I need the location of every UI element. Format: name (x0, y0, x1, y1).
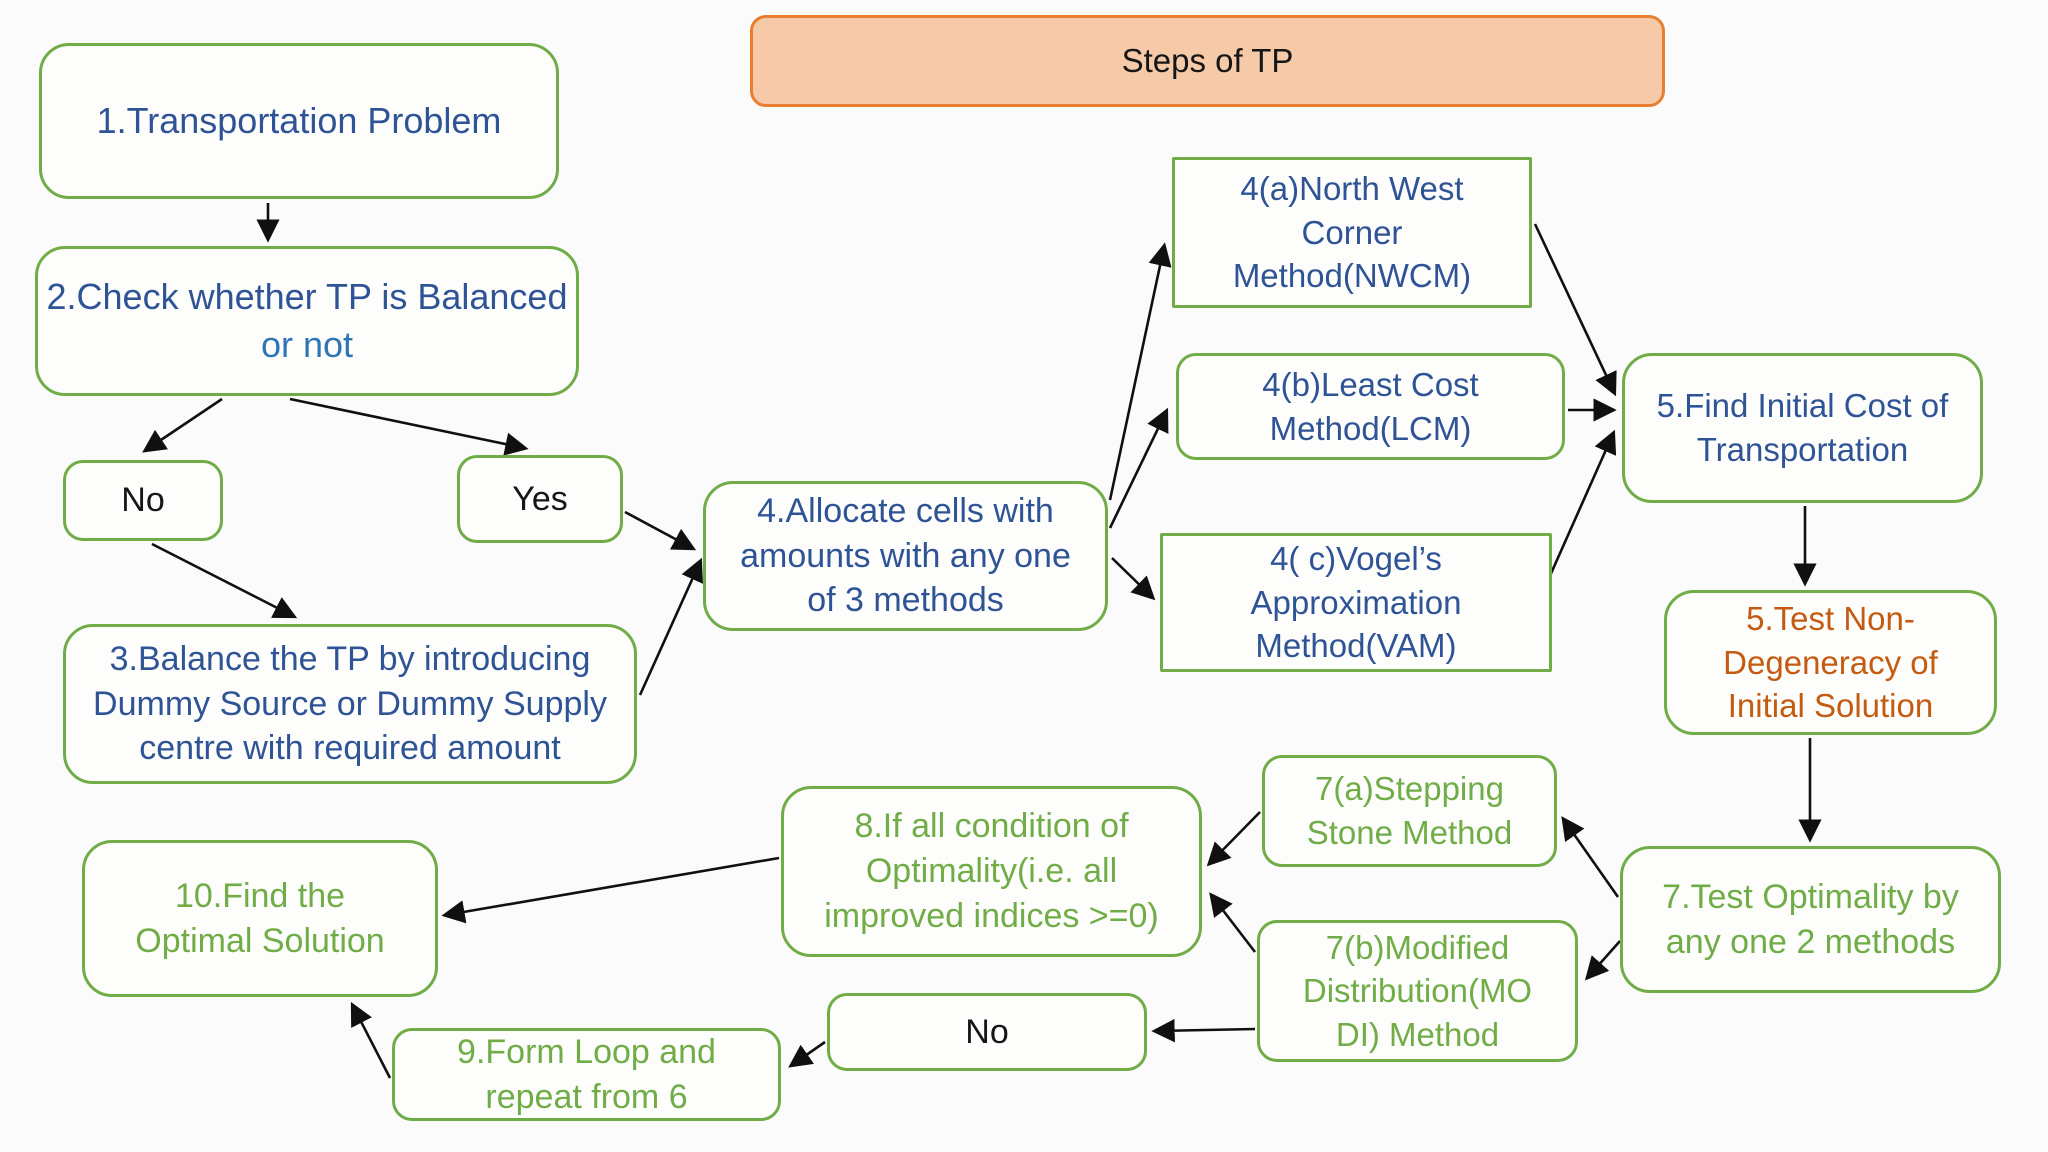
node-step9: 9.Form Loop and repeat from 6 (392, 1028, 781, 1121)
node-step7b-label: 7(b)Modified Distribution(MO DI) Method (1302, 928, 1533, 1053)
arrow-step2-to-no (142, 397, 223, 453)
node-step7-label: 7.Test Optimality by any one 2 methods (1662, 877, 1959, 961)
node-step2: 2.Check whether TP is Balanced or not (35, 246, 579, 396)
node-step5-test-nondegeneracy: 5.Test Non- Degeneracy of Initial Soluti… (1664, 590, 1997, 735)
node-step4: 4.Allocate cells with amounts with any o… (703, 481, 1108, 631)
node-step8: 8.If all condition of Optimality(i.e. al… (781, 786, 1202, 957)
node-step7: 7.Test Optimality by any one 2 methods (1620, 846, 2001, 993)
arrow-step9-to-step10 (350, 1001, 392, 1079)
node-step9-label: 9.Form Loop and repeat from 6 (457, 1032, 716, 1116)
node-step2-label-line2: or not (260, 324, 354, 365)
node-step2-label-line1: 2.Check whether TP is Balanced (46, 276, 568, 318)
node-step7a-label: 7(a)Stepping Stone Method (1306, 770, 1513, 851)
node-step4b: 4(b)Least Cost Method(LCM) (1176, 353, 1565, 460)
node-step5-test-label: 5.Test Non- Degeneracy of Initial Soluti… (1723, 600, 1938, 725)
arrow-step2-to-yes (289, 397, 529, 456)
arrow-step8-to-step10 (441, 856, 780, 924)
arrow-step4c-to-step5 (1547, 429, 1617, 579)
arrow-no-to-step9 (788, 1040, 826, 1068)
arrow-step7a-to-step8 (1206, 811, 1261, 867)
node-no-top: No (63, 460, 223, 541)
arrow-step3-to-step4 (638, 557, 703, 696)
arrow-step7-to-step7b (1584, 940, 1621, 981)
node-yes-label: Yes (512, 479, 568, 518)
node-step4-label: 4.Allocate cells with amounts with any o… (740, 491, 1071, 620)
node-step4a: 4(a)North West Corner Method(NWCM) (1172, 157, 1532, 308)
title-text: Steps of TP (1121, 42, 1294, 79)
node-yes: Yes (457, 455, 623, 543)
node-step5: 5.Find Initial Cost of Transportation (1622, 353, 1983, 503)
arrow-step4-to-step4a (1108, 242, 1172, 501)
node-step1: 1.Transportation Problem (39, 43, 559, 199)
node-step5-label: 5.Find Initial Cost of Transportation (1656, 387, 1949, 468)
node-step4c-label: 4( c)Vogel’s Approximation Method(VAM) (1250, 540, 1462, 665)
node-no-bottom-label: No (965, 1012, 1009, 1051)
node-step3: 3.Balance the TP by introducing Dummy So… (63, 624, 637, 784)
node-step3-label: 3.Balance the TP by introducing Dummy So… (93, 639, 607, 768)
arrow-step4-to-step4b (1108, 407, 1169, 529)
node-step4c: 4( c)Vogel’s Approximation Method(VAM) (1160, 533, 1552, 672)
arrow-no-to-step3 (151, 542, 298, 619)
arrow-step4a-to-step5 (1533, 223, 1617, 397)
node-step8-label: 8.If all condition of Optimality(i.e. al… (824, 807, 1159, 935)
arrow-step7-to-step7a (1561, 816, 1620, 898)
node-step10-label: 10.Find the Optimal Solution (135, 876, 385, 960)
node-step7b: 7(b)Modified Distribution(MO DI) Method (1257, 920, 1578, 1062)
node-step4a-label: 4(a)North West Corner Method(NWCM) (1232, 170, 1472, 295)
node-no-bottom: No (827, 993, 1147, 1071)
arrow-step7b-to-no (1151, 1018, 1256, 1043)
arrow-yes-to-step4 (624, 510, 697, 551)
node-step7a: 7(a)Stepping Stone Method (1262, 755, 1557, 867)
title-banner: Steps of TP (750, 15, 1665, 107)
node-step1-label: 1.Transportation Problem (96, 100, 502, 142)
arrow-step7b-to-step8 (1209, 892, 1257, 953)
arrow-step4-to-step4c (1111, 557, 1156, 601)
node-step10: 10.Find the Optimal Solution (82, 840, 438, 997)
node-step4b-label: 4(b)Least Cost Method(LCM) (1262, 365, 1479, 447)
node-no-top-label: No (121, 481, 165, 520)
